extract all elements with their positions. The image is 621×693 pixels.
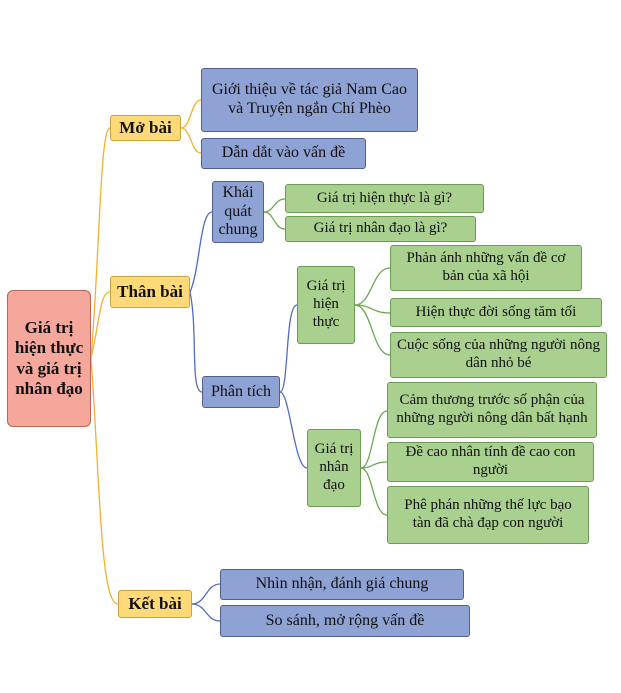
link-hien-thuc-2 [354, 304, 391, 314]
link-nhan-dao-3 [360, 467, 388, 516]
mo-bai-item-lead-label: Dẫn dắt vào vấn đề [221, 144, 346, 162]
link-nhan-dao-1 [360, 410, 388, 469]
section-mo-bai: Mở bài [110, 115, 181, 141]
mo-bai-item-lead: Dẫn dắt vào vấn đề [201, 138, 366, 169]
link-phan-tich-hien-thuc [279, 304, 298, 393]
nhan-dao-item-2: Đề cao nhân tính đề cao con người [387, 442, 594, 482]
hien-thuc-item-2-label: Hiện thực đời sống tăm tối [415, 303, 577, 320]
link-khai-quat-1 [263, 198, 286, 213]
hien-thuc-item-1: Phản ánh những vấn đề cơ bản của xã hội [390, 245, 582, 291]
hien-thuc-item-3-label: Cuộc sống của những người nông dân nhỏ b… [397, 337, 600, 371]
nhan-dao-item-3: Phê phán những thế lực bạo tàn đã chà đạ… [387, 486, 589, 544]
ket-bai-item-2: So sánh, mở rộng vấn đề [220, 605, 470, 637]
link-hien-thuc-3 [354, 304, 391, 356]
link-ket-bai-2 [191, 603, 221, 622]
link-root-ket-bai [90, 357, 119, 605]
link-than-bai-phan-tich [189, 291, 203, 393]
link-nhan-dao-2 [360, 461, 388, 469]
section-mo-bai-label: Mở bài [119, 117, 172, 137]
link-khai-quat-2 [263, 211, 286, 230]
root-label: Giá trị hiện thực và giá trị nhân đạo [14, 318, 84, 398]
link-ket-bai-1 [191, 583, 221, 605]
link-hien-thuc-1 [354, 267, 391, 306]
link-mo-bai-2 [180, 127, 202, 154]
mo-bai-item-intro-label: Giới thiệu về tác giả Nam Cao và Truyện … [211, 81, 408, 117]
section-ket-bai: Kết bài [118, 590, 192, 618]
link-root-mo-bai [90, 127, 111, 359]
nhan-dao-label: Giá trị nhân đạo [314, 441, 354, 493]
link-root-than-bai [90, 291, 111, 359]
hien-thuc-item-2: Hiện thực đời sống tăm tối [390, 298, 602, 327]
ket-bai-item-1: Nhìn nhận, đánh giá chung [220, 569, 464, 600]
hien-thuc-item-3: Cuộc sống của những người nông dân nhỏ b… [390, 332, 607, 378]
khai-quat-item-hien-thuc: Giá trị hiện thực là gì? [285, 184, 484, 213]
mo-bai-item-intro: Giới thiệu về tác giả Nam Cao và Truyện … [201, 68, 418, 132]
nhan-dao-item-3-label: Phê phán những thế lực bạo tàn đã chà đạ… [404, 497, 572, 531]
link-than-bai-khai-quat [189, 211, 213, 293]
khai-quat-label: Khái quát chung [218, 183, 258, 239]
phan-tich-label: Phân tích [211, 382, 271, 400]
hien-thuc-node: Giá trị hiện thực [297, 266, 355, 344]
section-than-bai-label: Thân bài [117, 281, 183, 301]
khai-quat-item-nhan-dao: Giá trị nhân đạo là gì? [285, 216, 476, 242]
nhan-dao-node: Giá trị nhân đạo [307, 429, 361, 507]
ket-bai-item-1-label: Nhìn nhận, đánh giá chung [255, 575, 429, 593]
root-node: Giá trị hiện thực và giá trị nhân đạo [7, 290, 91, 427]
khai-quat-item-nhan-dao-label: Giá trị nhân đạo là gì? [313, 220, 448, 237]
section-ket-bai-label: Kết bài [128, 593, 182, 613]
hien-thuc-label: Giá trị hiện thực [306, 278, 346, 330]
khai-quat-node: Khái quát chung [212, 181, 264, 243]
khai-quat-item-hien-thuc-label: Giá trị hiện thực là gì? [316, 189, 453, 206]
phan-tich-node: Phân tích [202, 376, 280, 408]
link-phan-tich-nhan-dao [279, 391, 308, 469]
nhan-dao-item-2-label: Đề cao nhân tính đề cao con người [405, 444, 576, 478]
nhan-dao-item-1: Cảm thương trước số phận của những người… [387, 382, 597, 438]
hien-thuc-item-1-label: Phản ánh những vấn đề cơ bản của xã hội [406, 250, 566, 284]
ket-bai-item-2-label: So sánh, mở rộng vấn đề [265, 611, 425, 629]
section-than-bai: Thân bài [110, 276, 190, 308]
link-mo-bai-1 [180, 99, 202, 129]
nhan-dao-item-1-label: Cảm thương trước số phận của những người… [396, 392, 588, 426]
